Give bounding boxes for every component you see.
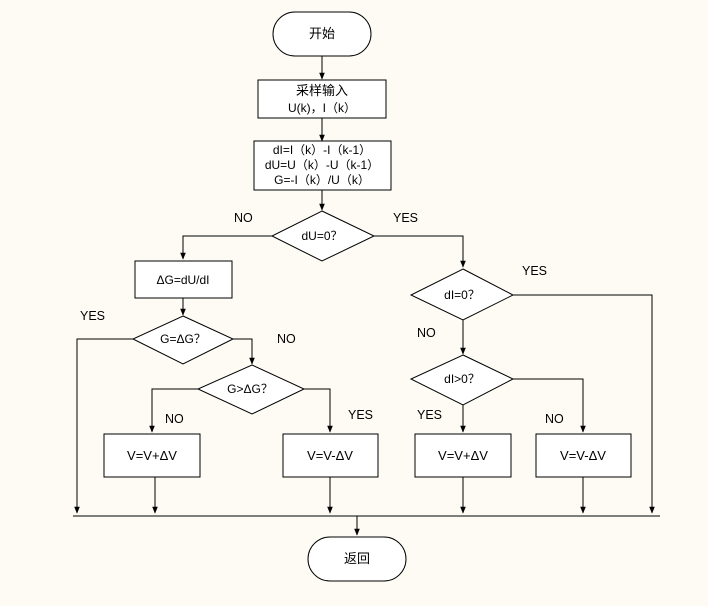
v-plus-left-label: V=V+ΔV bbox=[127, 448, 177, 463]
calc-box bbox=[253, 140, 392, 191]
decision-di-label: dI=0？ bbox=[444, 288, 480, 302]
edge-digt-no bbox=[513, 378, 586, 433]
input-box bbox=[257, 79, 387, 119]
v-minus-right-box bbox=[535, 433, 632, 478]
decision-du-label: dU=0？ bbox=[301, 229, 342, 243]
connectors bbox=[73, 56, 660, 536]
label-ggt-yes: YES bbox=[348, 408, 373, 422]
edge-du-yes bbox=[374, 235, 466, 268]
edge-du-no bbox=[180, 235, 272, 260]
node-dec-du: dU=0？ bbox=[270, 210, 376, 262]
v-minus-left-box bbox=[282, 433, 379, 478]
node-start: 开始 bbox=[272, 11, 372, 57]
node-v-minus-right: V=V-ΔV bbox=[535, 433, 632, 478]
label-du-yes: YES bbox=[393, 211, 418, 225]
input-label-line2: U(k)，I（k） bbox=[288, 101, 356, 115]
node-dec-g-gt: G>ΔG？ bbox=[196, 364, 306, 415]
end-terminator bbox=[307, 536, 407, 582]
decision-du-diamond bbox=[270, 210, 376, 262]
edge-geq-yes bbox=[74, 338, 133, 514]
node-dec-di: dI=0？ bbox=[409, 268, 515, 321]
decision-di-diamond bbox=[409, 268, 515, 321]
label-di-no: NO bbox=[417, 326, 436, 340]
edge-ggt-yes bbox=[304, 388, 333, 433]
v-plus-right-label: V=V+ΔV bbox=[438, 448, 488, 463]
node-v-plus-right: V=V+ΔV bbox=[414, 433, 512, 478]
delta-g-label: ΔG=dU/dI bbox=[156, 273, 209, 287]
calc-label-line2: dU=U（k）-U（k-1） bbox=[265, 158, 379, 172]
node-dec-di-gt: dI>0？ bbox=[409, 354, 515, 406]
decision-geq-diamond bbox=[131, 315, 235, 365]
decision-ggt-diamond bbox=[196, 364, 306, 415]
v-minus-right-label: V=V-ΔV bbox=[560, 448, 606, 463]
node-calc: dI=I（k）-I（k-1） dU=U（k）-U（k-1） G=-I（k）/U（… bbox=[253, 140, 392, 191]
decision-geq-label: G=ΔG？ bbox=[160, 332, 206, 346]
edge-di-yes bbox=[513, 294, 655, 514]
node-v-minus-left: V=V-ΔV bbox=[282, 433, 379, 478]
label-di-yes: YES bbox=[522, 264, 547, 278]
node-dec-g-eq: G=ΔG？ bbox=[131, 315, 235, 365]
node-v-plus-left: V=V+ΔV bbox=[103, 433, 201, 478]
start-terminator bbox=[272, 11, 372, 57]
edge-geq-no bbox=[233, 338, 255, 365]
calc-label-line1: dI=I（k）-I（k-1） bbox=[273, 143, 371, 157]
label-ggt-no: NO bbox=[165, 412, 184, 426]
delta-g-box bbox=[134, 260, 233, 299]
label-geq-no: NO bbox=[277, 332, 296, 346]
label-du-no: NO bbox=[234, 211, 253, 225]
edge-labels: NO YES YES NO NO YES YES NO YES NO bbox=[80, 211, 564, 426]
start-label: 开始 bbox=[309, 26, 335, 41]
edge-ggt-no bbox=[149, 388, 198, 433]
v-plus-right-box bbox=[414, 433, 512, 478]
v-plus-left-box bbox=[103, 433, 201, 478]
label-digt-no: NO bbox=[545, 412, 564, 426]
label-geq-yes: YES bbox=[80, 309, 105, 323]
node-end: 返回 bbox=[307, 536, 407, 582]
end-label: 返回 bbox=[344, 551, 370, 566]
decision-digt-label: dI>0？ bbox=[444, 372, 480, 386]
label-digt-yes: YES bbox=[417, 408, 442, 422]
decision-digt-diamond bbox=[409, 354, 515, 406]
v-minus-left-label: V=V-ΔV bbox=[307, 448, 353, 463]
node-delta-g: ΔG=dU/dI bbox=[134, 260, 233, 299]
input-label-line1: 采样输入 bbox=[296, 83, 348, 98]
node-input: 采样输入 U(k)，I（k） bbox=[257, 79, 387, 119]
calc-label-line3: G=-I（k）/U（k） bbox=[274, 173, 370, 187]
decision-ggt-label: G>ΔG？ bbox=[227, 382, 273, 396]
